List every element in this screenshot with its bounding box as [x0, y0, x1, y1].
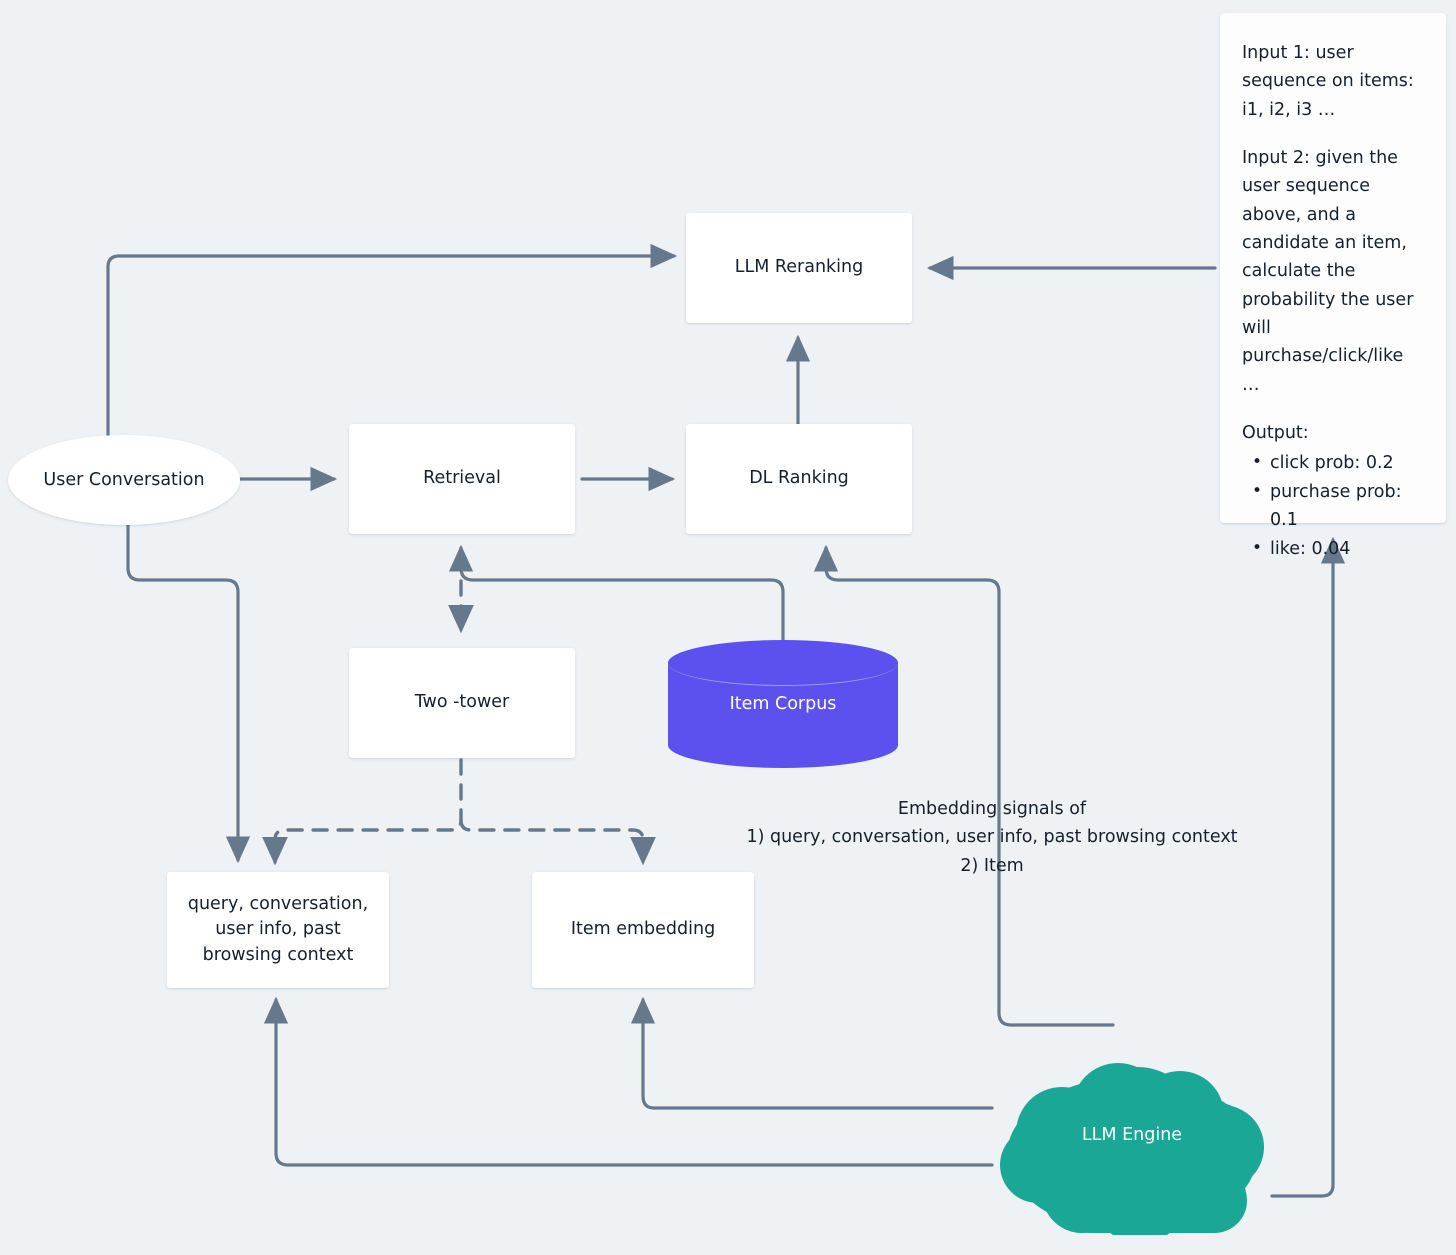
node-llm-reranking[interactable]: LLM Reranking [686, 213, 912, 323]
node-llm-engine[interactable]: LLM Engine [990, 1035, 1274, 1245]
edge-userconv-to-llmreranking [106, 243, 678, 445]
node-dl-ranking-label: DL Ranking [749, 468, 849, 489]
prompt-output-item: like: 0.04 [1252, 535, 1424, 563]
prompt-input1: Input 1: user sequence on items: i1, i2,… [1242, 43, 1414, 120]
edge-llmengine-to-dlranking [813, 544, 1115, 1027]
node-llm-reranking-label: LLM Reranking [734, 257, 864, 278]
item-corpus-top-ellipse [668, 640, 898, 686]
edge-twotower-to-embeddings-dashed [262, 758, 656, 866]
node-item-embedding-label: Item embedding [570, 919, 716, 940]
node-user-conversation-label: User Conversation [43, 470, 205, 490]
prompt-output-item: purchase prob: 0.1 [1252, 478, 1424, 535]
node-llm-engine-label: LLM Engine [1081, 1125, 1183, 1145]
prompt-output-list: click prob: 0.2 purchase prob: 0.1 like:… [1242, 449, 1424, 562]
edge-llmengine-to-item-embedding [630, 996, 994, 1110]
prompt-input2: Input 2: given the user sequence above, … [1242, 148, 1414, 395]
node-user-conversation[interactable]: User Conversation [8, 435, 240, 525]
prompt-panel: Input 1: user sequence on items: i1, i2,… [1220, 13, 1446, 562]
node-item-corpus[interactable]: Item Corpus [668, 640, 898, 768]
embedding-signals-line2: 1) query, conversation, user info, past … [746, 827, 1238, 848]
annotation-embedding-signals: Embedding signals of 1) query, conversat… [722, 795, 1262, 880]
node-two-tower-label: Two -tower [414, 692, 510, 713]
node-item-embedding[interactable]: Item embedding [532, 872, 754, 988]
edge-userconv-to-query-context [126, 522, 251, 864]
cloud-shape [1000, 1063, 1264, 1245]
node-retrieval[interactable]: Retrieval [349, 424, 575, 534]
prompt-gap-1 [1242, 124, 1424, 144]
node-query-context[interactable]: query, conversation, user info, past bro… [167, 872, 389, 988]
embedding-signals-line3: 2) Item [960, 855, 1024, 876]
node-dl-ranking[interactable]: DL Ranking [686, 424, 912, 534]
prompt-output-heading: Output: [1242, 423, 1309, 444]
prompt-gap-2 [1242, 399, 1424, 419]
item-corpus-bottom-ellipse [668, 722, 898, 768]
edge-itemcorpus-to-retrieval [448, 544, 785, 644]
embedding-signals-line1: Embedding signals of [897, 799, 1087, 819]
node-two-tower[interactable]: Two -tower [349, 648, 575, 758]
prompt-output-item: click prob: 0.2 [1252, 449, 1424, 477]
node-item-corpus-label: Item Corpus [729, 694, 837, 714]
node-retrieval-label: Retrieval [423, 468, 501, 489]
edge-llmengine-to-query-context [263, 996, 994, 1167]
node-query-context-label: query, conversation, user info, past bro… [187, 893, 369, 965]
edge-llmengine-to-prompt-panel [1270, 536, 1346, 1198]
